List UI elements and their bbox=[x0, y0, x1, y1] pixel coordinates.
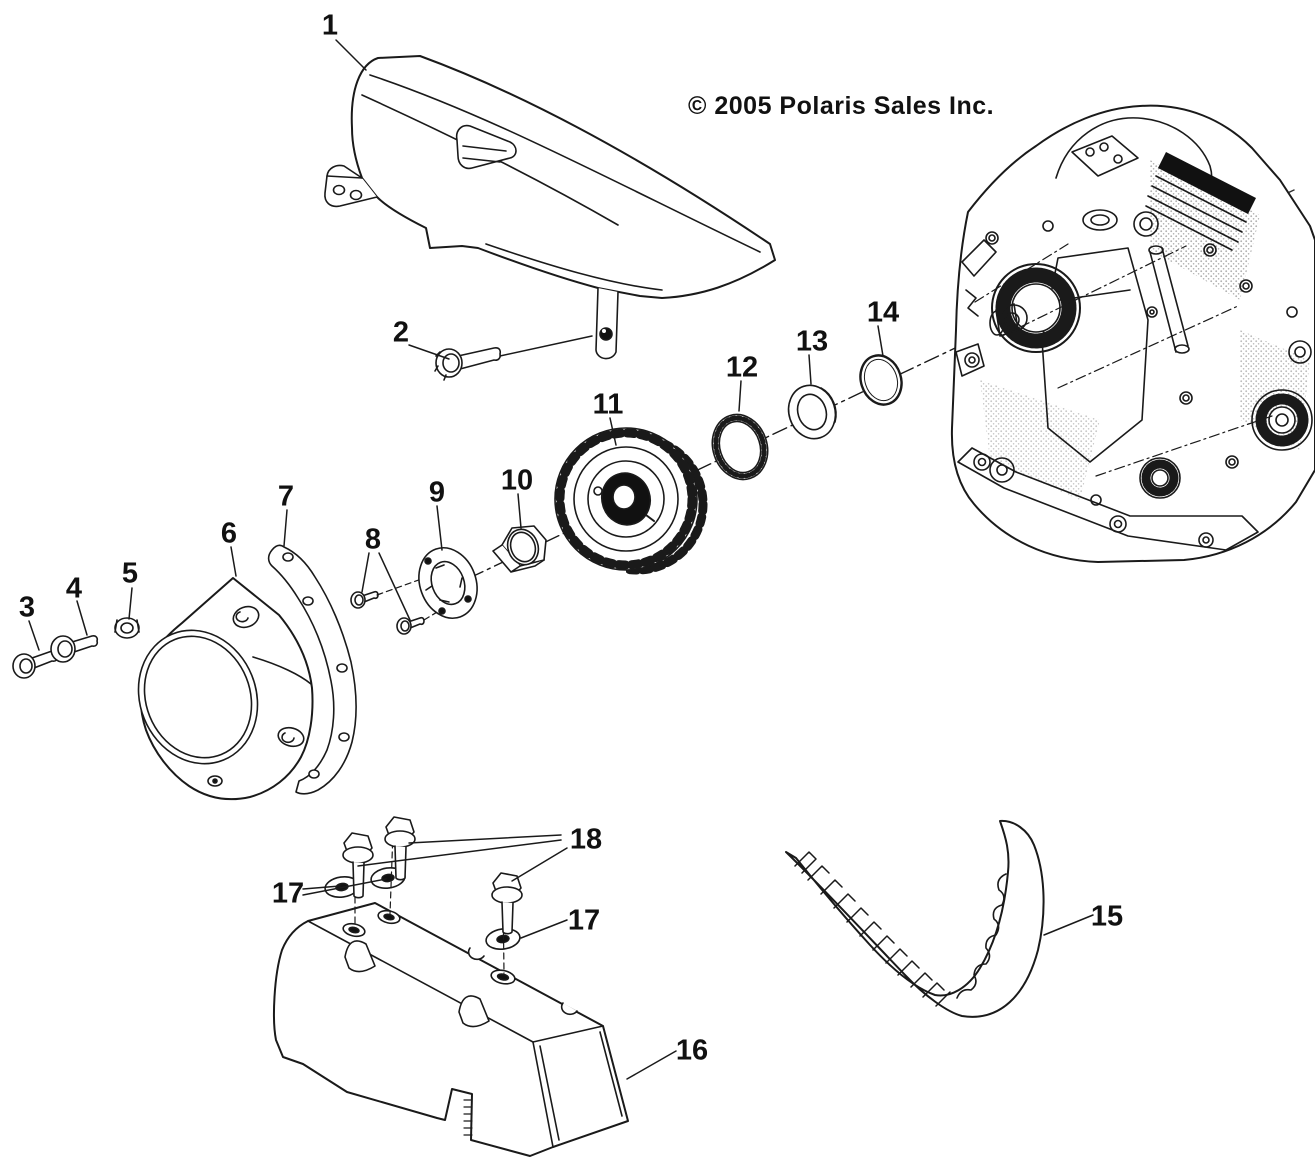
callout-8: 8 bbox=[364, 523, 382, 556]
callout-7: 7 bbox=[277, 480, 295, 513]
lock-nut bbox=[492, 525, 547, 573]
flange-bolt-b bbox=[384, 816, 416, 881]
callout-6: 6 bbox=[220, 517, 238, 550]
callout-17: 17 bbox=[271, 877, 305, 910]
callout-16: 16 bbox=[675, 1034, 709, 1067]
callout-1: 1 bbox=[321, 9, 339, 42]
engine-assembly bbox=[950, 104, 1315, 563]
callout-18: 18 bbox=[569, 823, 603, 856]
lower-guard bbox=[273, 902, 629, 1157]
callout-5: 5 bbox=[121, 557, 139, 590]
outer-belt-guard bbox=[324, 55, 776, 360]
drive-cover bbox=[137, 577, 314, 801]
engine-bolt-heads bbox=[985, 220, 1298, 506]
callout-12: 12 bbox=[725, 351, 759, 384]
retainer-washer-plate bbox=[418, 547, 478, 619]
callout-10: 10 bbox=[500, 464, 534, 497]
callout-3: 3 bbox=[18, 591, 36, 624]
flange-bolt-a bbox=[342, 832, 374, 899]
spacer-bushing bbox=[787, 384, 837, 440]
callout-14: 14 bbox=[866, 296, 900, 329]
callout-2: 2 bbox=[392, 316, 410, 349]
callout-leader-lines bbox=[28, 39, 1094, 1080]
callout-17: 17 bbox=[567, 904, 601, 937]
socket-bolt-small bbox=[12, 650, 59, 679]
seal-ring bbox=[711, 413, 769, 481]
spacer-nut bbox=[114, 617, 140, 639]
flange-bolts bbox=[342, 816, 523, 935]
cover-gasket bbox=[267, 544, 357, 795]
callout-9: 9 bbox=[428, 476, 446, 509]
callout-4: 4 bbox=[65, 572, 83, 605]
socket-bolt-large bbox=[50, 635, 99, 663]
flange-bolt-c bbox=[491, 872, 523, 935]
o-ring bbox=[859, 354, 903, 406]
guard-flange-bolt bbox=[434, 347, 502, 381]
callout-11: 11 bbox=[592, 388, 624, 421]
drive-sprocket bbox=[554, 427, 708, 575]
retainer-screws bbox=[350, 576, 448, 635]
callout-15: 15 bbox=[1090, 900, 1124, 933]
callout-13: 13 bbox=[795, 325, 829, 358]
copyright-text: © 2005 Polaris Sales Inc. bbox=[688, 92, 995, 120]
drive-belt bbox=[785, 819, 1045, 1018]
